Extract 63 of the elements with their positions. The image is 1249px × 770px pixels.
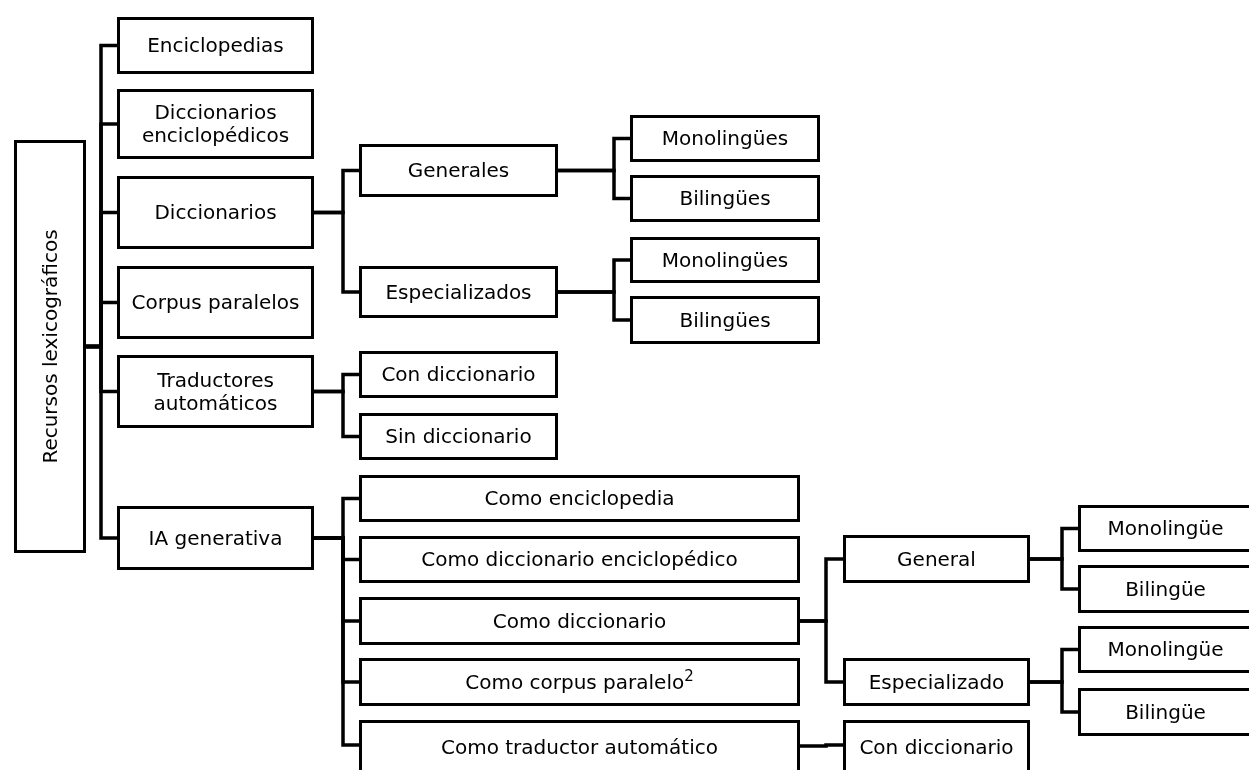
category-box xyxy=(843,720,1030,770)
box-label: Sin diccionario xyxy=(385,425,532,448)
box-label: Como corpus paralelo$^{2}$ xyxy=(465,670,694,694)
box-label: Bilingüe xyxy=(1125,700,1206,724)
category-box xyxy=(117,17,314,74)
box-label: Con diccionario xyxy=(859,736,1014,759)
connector-line xyxy=(86,344,117,540)
category-box xyxy=(359,597,800,645)
connector-line xyxy=(800,743,843,748)
box-label: IA generativa xyxy=(148,526,283,550)
category-box xyxy=(843,658,1030,706)
category-box xyxy=(1078,505,1249,552)
category-box xyxy=(359,536,800,583)
category-box xyxy=(117,176,314,249)
box-label: Monolingües xyxy=(661,127,789,150)
box-label: Monolingüe xyxy=(1107,517,1224,540)
box-label: Generales xyxy=(407,159,510,182)
box-label: Especializado xyxy=(868,670,1005,694)
connector-line xyxy=(1030,557,1078,591)
box-label: Enciclopedias xyxy=(147,34,284,57)
root-box xyxy=(14,140,86,553)
category-box xyxy=(359,475,800,522)
box-label: Como enciclopedia xyxy=(484,487,675,510)
box-label: Diccionarios xyxy=(154,201,277,224)
category-box xyxy=(1078,626,1249,673)
box-label: Diccionarios enciclopédicos xyxy=(140,101,291,147)
category-box xyxy=(117,355,314,428)
category-box xyxy=(359,413,558,460)
category-box xyxy=(117,266,314,339)
box-label: Recursos lexicográficos xyxy=(38,229,62,464)
connector-line xyxy=(558,168,630,201)
box-label: Bilingües xyxy=(679,187,771,210)
connector-line xyxy=(314,389,359,439)
connector-line xyxy=(800,619,843,684)
box-label: Traductores automáticos xyxy=(152,368,279,415)
box-label: Corpus paralelos xyxy=(131,291,300,314)
box-label: Como diccionario xyxy=(492,609,667,633)
category-box xyxy=(117,89,314,159)
category-box xyxy=(630,175,820,222)
box-label: Monolingües xyxy=(661,248,789,272)
category-box xyxy=(359,351,558,398)
box-label: Con diccionario xyxy=(381,363,536,386)
category-box xyxy=(630,115,820,162)
category-box xyxy=(359,720,800,770)
box-label: General xyxy=(897,547,976,571)
box-label: Monolingüe xyxy=(1107,638,1224,661)
box-label: Especializados xyxy=(385,280,532,304)
connector-line xyxy=(314,210,359,294)
category-box xyxy=(359,658,800,706)
box-label: Como diccionario enciclopédico xyxy=(421,548,738,571)
category-box xyxy=(1078,565,1249,613)
category-box xyxy=(1078,688,1249,736)
connector-line xyxy=(1030,680,1078,714)
box-label: Como traductor automático xyxy=(441,736,718,759)
category-box xyxy=(359,144,558,197)
category-box xyxy=(359,266,558,318)
category-box xyxy=(117,506,314,570)
category-box xyxy=(843,535,1030,583)
box-label: Bilingüe xyxy=(1125,577,1206,601)
category-box xyxy=(630,296,820,344)
box-label: Bilingües xyxy=(679,308,771,332)
connector-line xyxy=(558,290,630,322)
category-box xyxy=(630,237,820,283)
